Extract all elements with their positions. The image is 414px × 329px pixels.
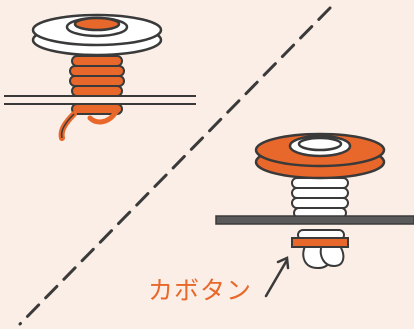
- under-loops: [302, 243, 345, 270]
- button-bar: [291, 237, 349, 248]
- figure-after: [215, 132, 414, 270]
- white-washer: [31, 13, 163, 57]
- dashed-divider: [18, 6, 332, 326]
- rod: [215, 215, 414, 225]
- fabric-line: [4, 95, 196, 105]
- figure-before: [4, 13, 196, 141]
- white-spring: [291, 177, 349, 241]
- callout-label: カボタン: [148, 276, 253, 305]
- orange-washer: [254, 132, 386, 180]
- arrow-icon: [264, 256, 290, 298]
